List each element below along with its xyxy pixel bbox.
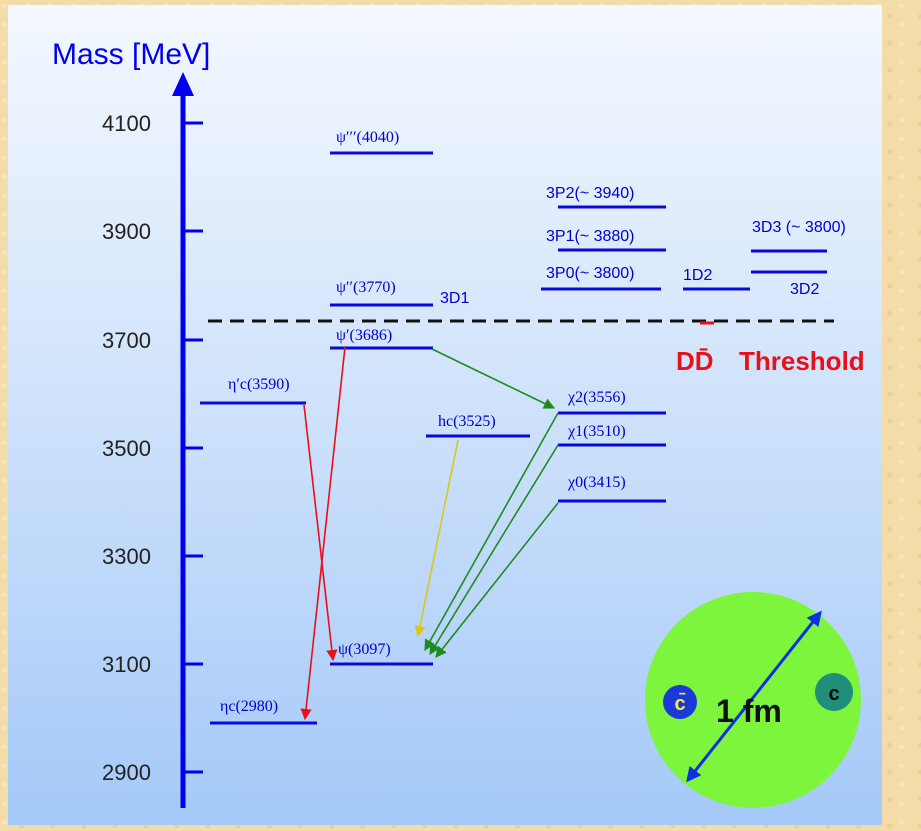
label-psi3: ψ′′′(4040) — [336, 129, 399, 146]
arrow-chi2-to-jpsi — [424, 412, 559, 651]
tick-label: 3100 — [102, 652, 151, 677]
tick-label: 3500 — [102, 436, 151, 461]
label-psi2-extra: 3D1 — [440, 290, 469, 307]
diameter-arrow — [686, 610, 822, 783]
label-psi1: ψ′(3686) — [336, 327, 392, 344]
label-3D3: 3D3 (~ 3800) — [752, 219, 846, 236]
transitions — [300, 346, 559, 721]
quark-ball — [815, 673, 853, 711]
label-chi1: χ1(3510) — [567, 423, 626, 440]
arrow-hc-to-jpsi — [414, 439, 459, 638]
quark-label: c — [828, 683, 839, 705]
antiquark-ball — [663, 685, 697, 719]
label-3P2: 3P2(~ 3940) — [546, 185, 635, 202]
axis-title: Mass [MeV] — [52, 38, 210, 71]
label-etac: ηc(2980) — [220, 698, 278, 715]
meson-size-inset: c̄ c 1 fm — [645, 592, 861, 808]
label-3D2: 3D2 — [790, 281, 819, 298]
label-hc: hc(3525) — [438, 413, 496, 430]
label-3P1: 3P1(~ 3880) — [546, 228, 635, 245]
label-etac1: η′c(3590) — [228, 376, 290, 393]
axis-arrowhead — [172, 72, 194, 96]
size-label: 1 fm — [716, 693, 782, 729]
label-jpsi: ψ(3097) — [338, 641, 391, 658]
arrow-psi1-to-etac — [300, 346, 346, 721]
tick-label: 2900 — [102, 760, 151, 785]
arrow-chi1-to-jpsi — [429, 444, 559, 655]
tick-label: 3300 — [102, 544, 151, 569]
tick-label: 3900 — [102, 219, 151, 244]
label-chi2: χ2(3556) — [567, 389, 626, 406]
threshold-label-dd: DD̄ — [676, 346, 714, 376]
arrow-chi0-to-jpsi — [435, 502, 559, 658]
label-3P0: 3P0(~ 3800) — [546, 265, 635, 282]
label-1D2: 1D2 — [683, 267, 712, 284]
axis-ticks — [183, 121, 203, 774]
label-chi0: χ0(3415) — [567, 474, 626, 491]
threshold-label-word: Threshold — [739, 346, 865, 376]
label-psi2: ψ′′(3770) — [336, 279, 396, 296]
energy-levels — [200, 151, 827, 725]
tick-label: 3700 — [102, 328, 151, 353]
tick-label: 4100 — [102, 111, 151, 136]
arrow-psi1-to-chi2 — [431, 348, 556, 409]
antiquark-label: c̄ — [674, 693, 685, 715]
arrow-etac1-to-jpsi — [303, 404, 338, 662]
